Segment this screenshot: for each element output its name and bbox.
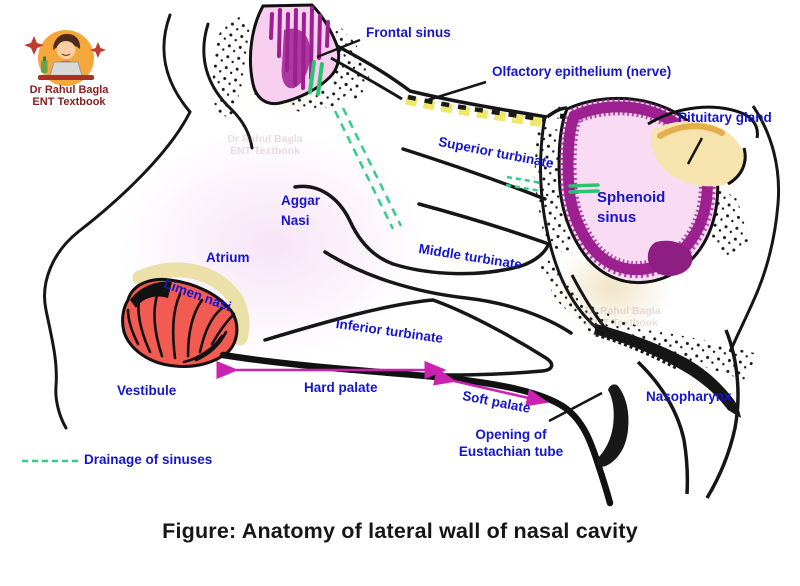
limen-nasi-band [132,262,250,346]
legend-drainage-label: Drainage of sinuses [84,452,213,467]
skull-roof-lines [330,44,568,119]
label-sphenoid-sinus: Sphenoid sinus [597,189,666,226]
palate-arrows [216,360,549,407]
label-nasopharynx: Nasopharynx [646,389,732,404]
eustachian-torus [596,384,629,467]
frontal-sinus-shape [248,3,341,106]
nasopharynx-structures [594,324,741,467]
label-hard-palate: Hard palate [304,380,378,395]
logo-title: Dr Rahul Bagla ENT Textbook [9,84,129,108]
watermark: Dr Rahul Bagla ENT Textbook [227,133,303,157]
figure-caption: Figure: Anatomy of lateral wall of nasal… [162,519,638,543]
logo-graphic [24,30,106,86]
logo-line1: Dr Rahul Bagla [29,84,109,96]
label-atrium: Atrium [206,250,250,265]
label-vestibule: Vestibule [117,383,177,398]
label-olfactory-epithelium: Olfactory epithelium (nerve) [492,64,672,79]
posterior-outlines [570,105,781,499]
label-eustachian-opening: Opening of Eustachian tube [458,427,564,459]
star-icon [90,42,106,58]
frontal-ostium-green-bars [308,60,324,96]
star-icon [24,36,44,55]
label-aggar-nasi: Aggar Nasi [281,193,321,228]
label-pituitary-gland: Pituitary gland [678,110,772,125]
cribriform-dashes [407,94,547,123]
drainage-lines [22,107,543,463]
pituitary-gland-shape [647,105,759,187]
label-frontal-sinus: Frontal sinus [366,25,451,40]
watermark: Dr Rahul Bagla ENT Textbook [585,305,661,329]
logo-line2: ENT Textbook [32,96,106,108]
vestibule-shape [121,262,250,368]
nose-outlines [43,13,254,430]
sphenoid-ostium-green-bars [568,183,600,194]
soft-palate-arrow [432,367,549,407]
leader-lines [316,38,704,423]
